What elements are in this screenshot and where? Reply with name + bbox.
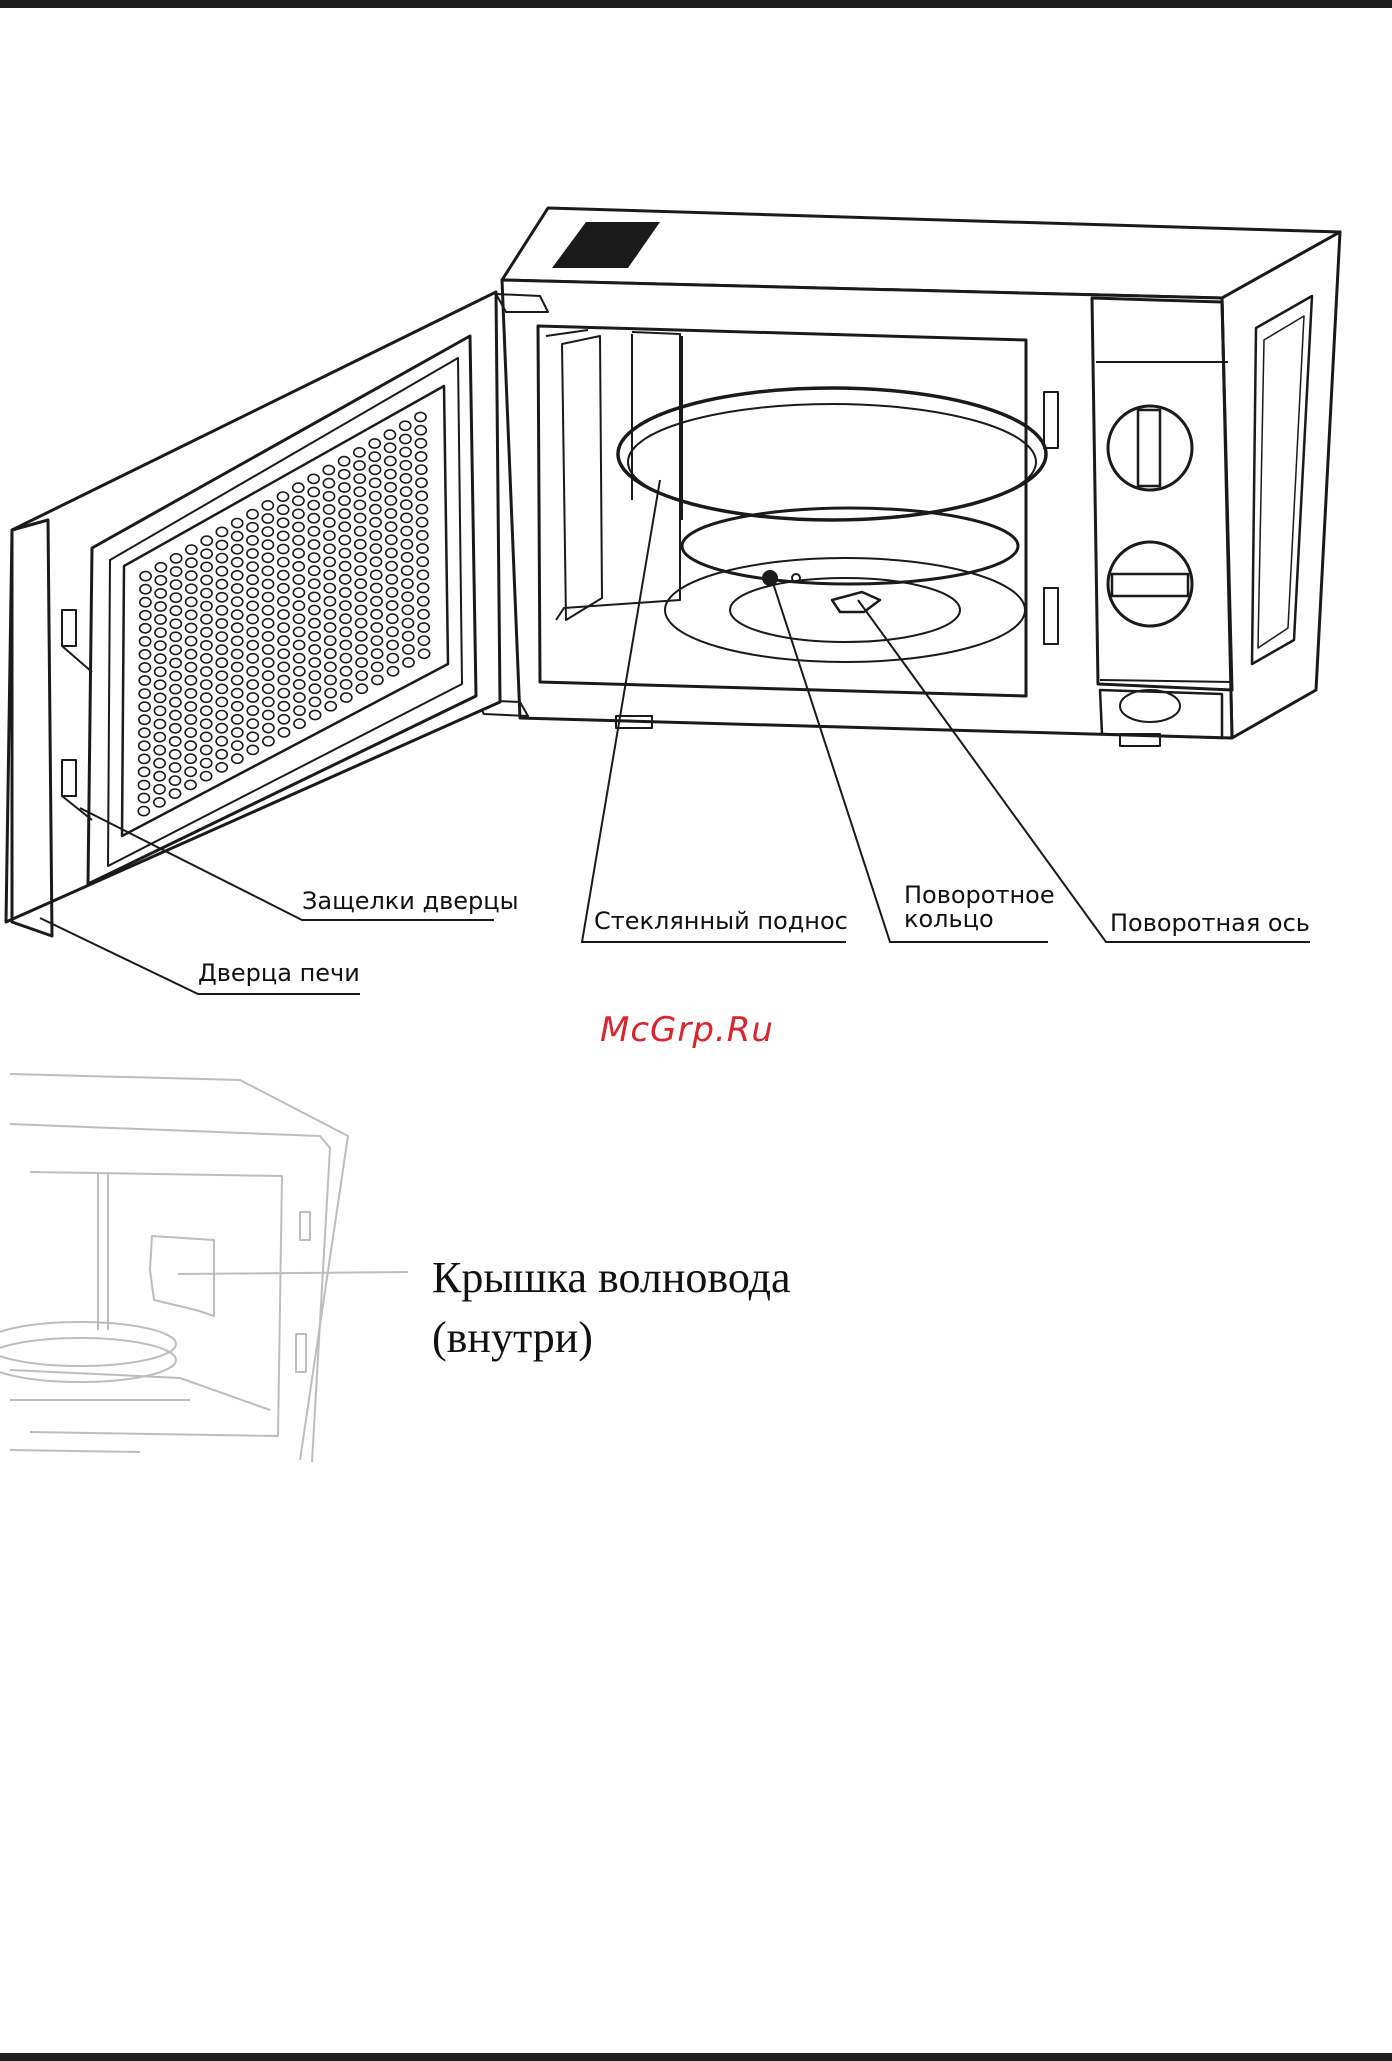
label-glass-tray: Стеклянный поднос <box>594 908 848 934</box>
label-waveguide-cover: Крышка волновода (внутри) <box>432 1248 791 1368</box>
label-turntable-axis: Поворотная ось <box>1110 910 1310 936</box>
watermark-text: McGrp.Ru <box>600 1010 774 1050</box>
label-waveguide-cover-line1: Крышка волновода <box>432 1248 791 1308</box>
label-door-latches: Защелки дверцы <box>302 888 519 914</box>
label-waveguide-cover-line2: (внутри) <box>432 1308 791 1368</box>
bottom-border-bar <box>0 2053 1392 2061</box>
microwave-body <box>476 208 1340 746</box>
label-turntable-ring-line1: Поворотное <box>904 884 1055 906</box>
waveguide-illustration <box>0 1074 408 1462</box>
waveguide-cover <box>150 1236 214 1316</box>
label-turntable-ring-line2: кольцо <box>904 908 994 930</box>
leader-waveguide <box>178 1272 408 1274</box>
label-oven-door: Дверца печи <box>198 960 360 986</box>
